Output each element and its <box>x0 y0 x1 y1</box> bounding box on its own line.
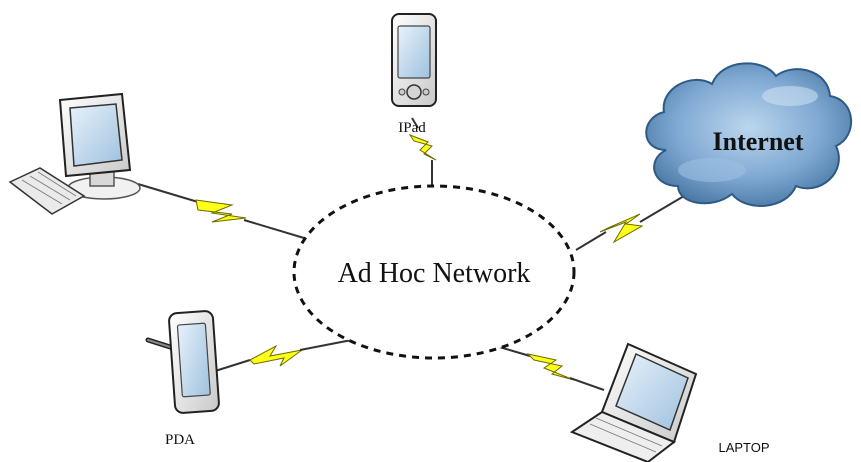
internet-cloud: Internet <box>645 62 852 207</box>
pda-device: PDA <box>145 310 220 448</box>
ipad-device: IPad <box>391 13 437 136</box>
lightning-bolt-icon <box>408 133 437 161</box>
pda-label: PDA <box>165 432 195 448</box>
lightning-bolt-icon <box>195 199 247 223</box>
ad-hoc-network-hub: Ad Hoc Network <box>292 184 576 360</box>
desktop-computer-icon <box>8 92 141 215</box>
lightning-bolt-icon <box>249 344 303 367</box>
hub-label: Ad Hoc Network <box>338 258 531 289</box>
connection-pda <box>211 337 363 373</box>
lightning-bolt-icon <box>526 353 575 381</box>
connection-desktop <box>137 183 305 239</box>
lightning-bolt-icon <box>599 213 644 244</box>
internet-label: Internet <box>713 127 804 156</box>
connection-internet <box>575 195 685 251</box>
laptop-device: LAPTOP <box>569 342 770 462</box>
ipad-label: IPad <box>398 120 426 136</box>
laptop-label: LAPTOP <box>718 440 769 455</box>
connection-laptop <box>495 345 605 391</box>
